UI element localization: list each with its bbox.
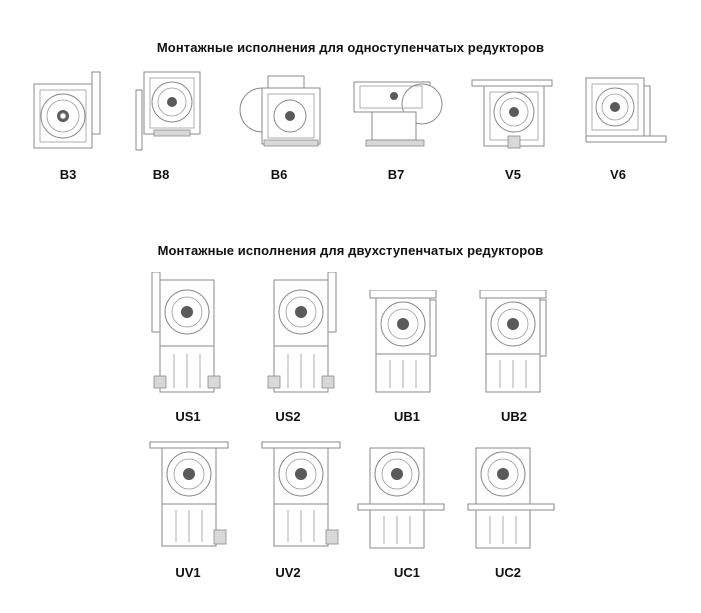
label-v5: V5: [505, 167, 521, 182]
label-uc2: UC2: [494, 565, 521, 580]
label-us1: US1: [175, 409, 201, 424]
gearbox-us1-drawing: [150, 272, 226, 396]
gearbox-b8-drawing: [134, 70, 204, 152]
single-stage-heading: Монтажные исполнения для одноступенчатых…: [156, 40, 545, 55]
gearbox-v6-drawing: [582, 76, 670, 148]
gearbox-b3-drawing: [30, 70, 106, 152]
gearbox-ub2-drawing: [478, 290, 554, 396]
label-us2: US2: [275, 409, 301, 424]
label-ub2: UB2: [500, 409, 527, 424]
label-uv1: UV1: [175, 565, 201, 580]
label-uv2: UV2: [275, 565, 301, 580]
gearbox-v5-drawing: [470, 74, 556, 152]
label-b3: B3: [59, 167, 77, 182]
gearbox-us2-drawing: [262, 272, 338, 396]
gearbox-uv2-drawing: [260, 440, 346, 552]
gearbox-uc2-drawing: [466, 446, 558, 552]
double-stage-heading: Монтажные исполнения для двухступенчатых…: [157, 243, 544, 258]
label-b6: B6: [270, 167, 288, 182]
label-b7: B7: [387, 167, 405, 182]
gearbox-uc1-drawing: [356, 446, 448, 552]
gearbox-b7-drawing: [352, 74, 444, 150]
gearbox-b6-drawing: [238, 74, 328, 150]
gearbox-uv1-drawing: [148, 440, 234, 552]
label-v6: V6: [610, 167, 626, 182]
label-ub1: UB1: [393, 409, 420, 424]
label-b8: B8: [152, 167, 170, 182]
gearbox-ub1-drawing: [368, 290, 444, 396]
label-uc1: UC1: [393, 565, 420, 580]
